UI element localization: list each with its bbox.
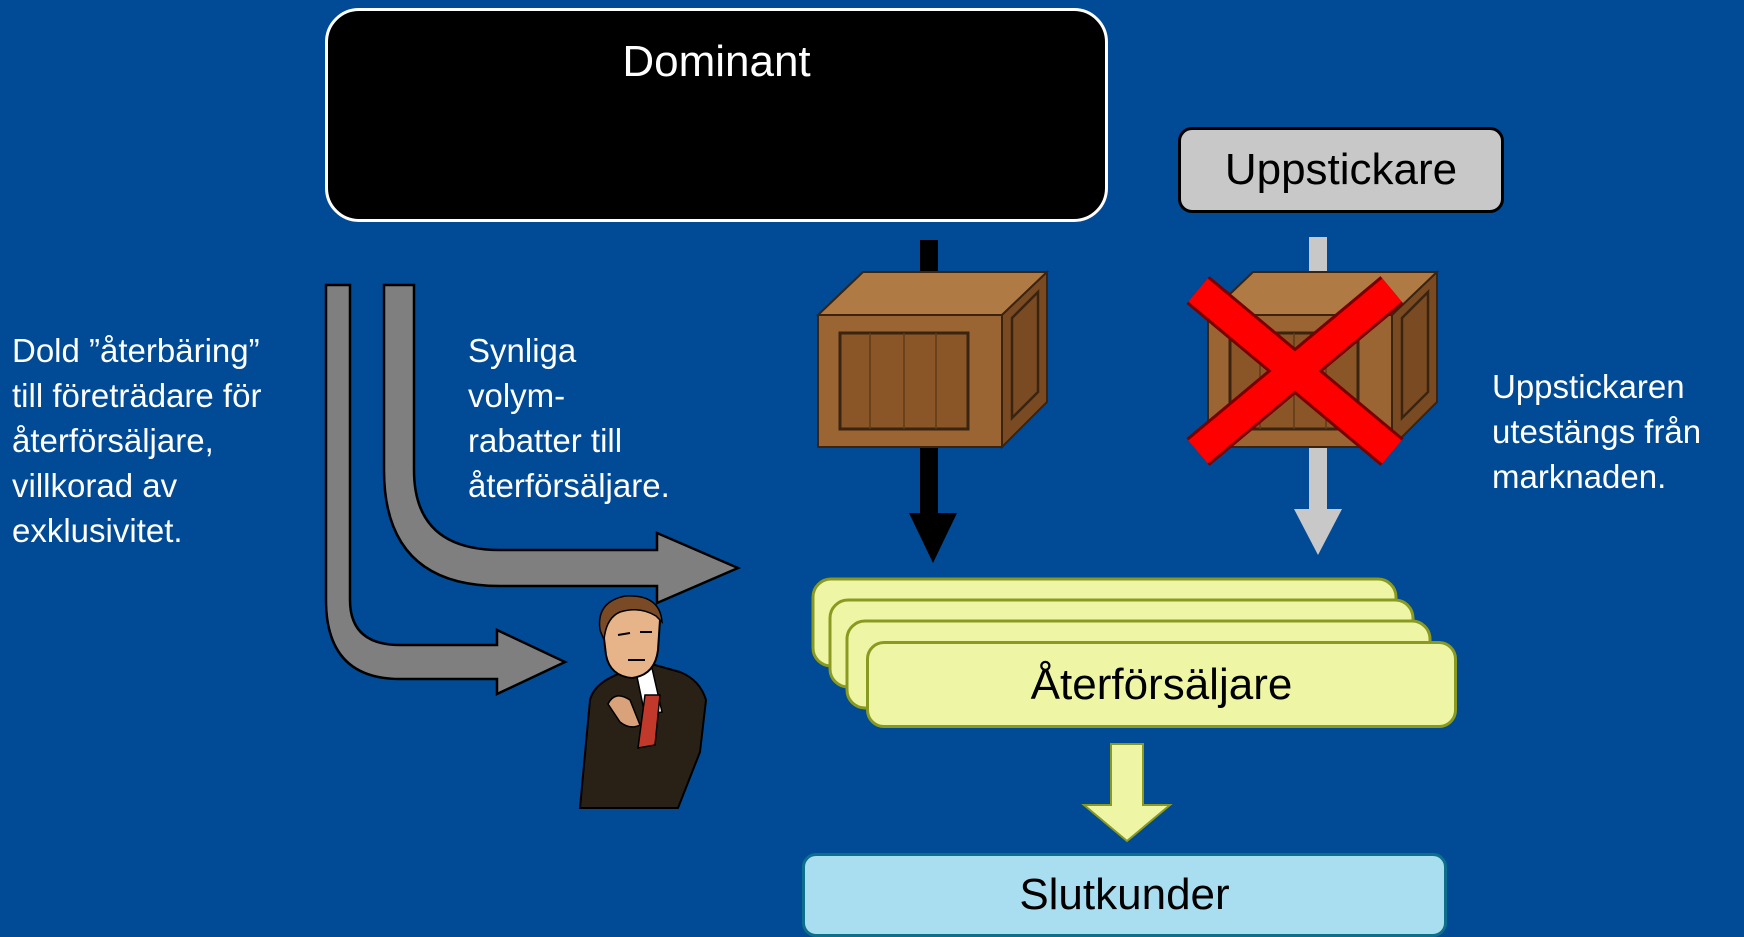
end-customer-label: Slutkunder: [1019, 870, 1230, 919]
hidden-rebate-arrow: [324, 283, 568, 696]
dominant-label: Dominant: [622, 37, 811, 86]
end-customer-box: Slutkunder: [802, 853, 1447, 937]
businessman-icon: [578, 595, 708, 809]
visible-rebate-caption: Synliga volym- rabatter till återförsälj…: [468, 332, 670, 504]
reseller-to-customer-arrow: [1081, 743, 1173, 843]
reseller-label: Återförsäljare: [1030, 659, 1293, 709]
wooden-crate-icon: [815, 269, 1050, 450]
upstart-label: Uppstickare: [1224, 145, 1458, 194]
red-cross-icon: [1186, 276, 1404, 466]
hidden-rebate-caption: Dold ”återbäring” till företrädare för å…: [12, 332, 262, 549]
visible-rebate-arrow: [382, 283, 742, 605]
upstart-excluded-caption: Uppstickaren utestängs från marknaden.: [1492, 368, 1702, 495]
dominant-box: Dominant: [325, 8, 1108, 222]
reseller-box: Återförsäljare: [866, 641, 1457, 728]
upstart-box: Uppstickare: [1178, 127, 1504, 213]
